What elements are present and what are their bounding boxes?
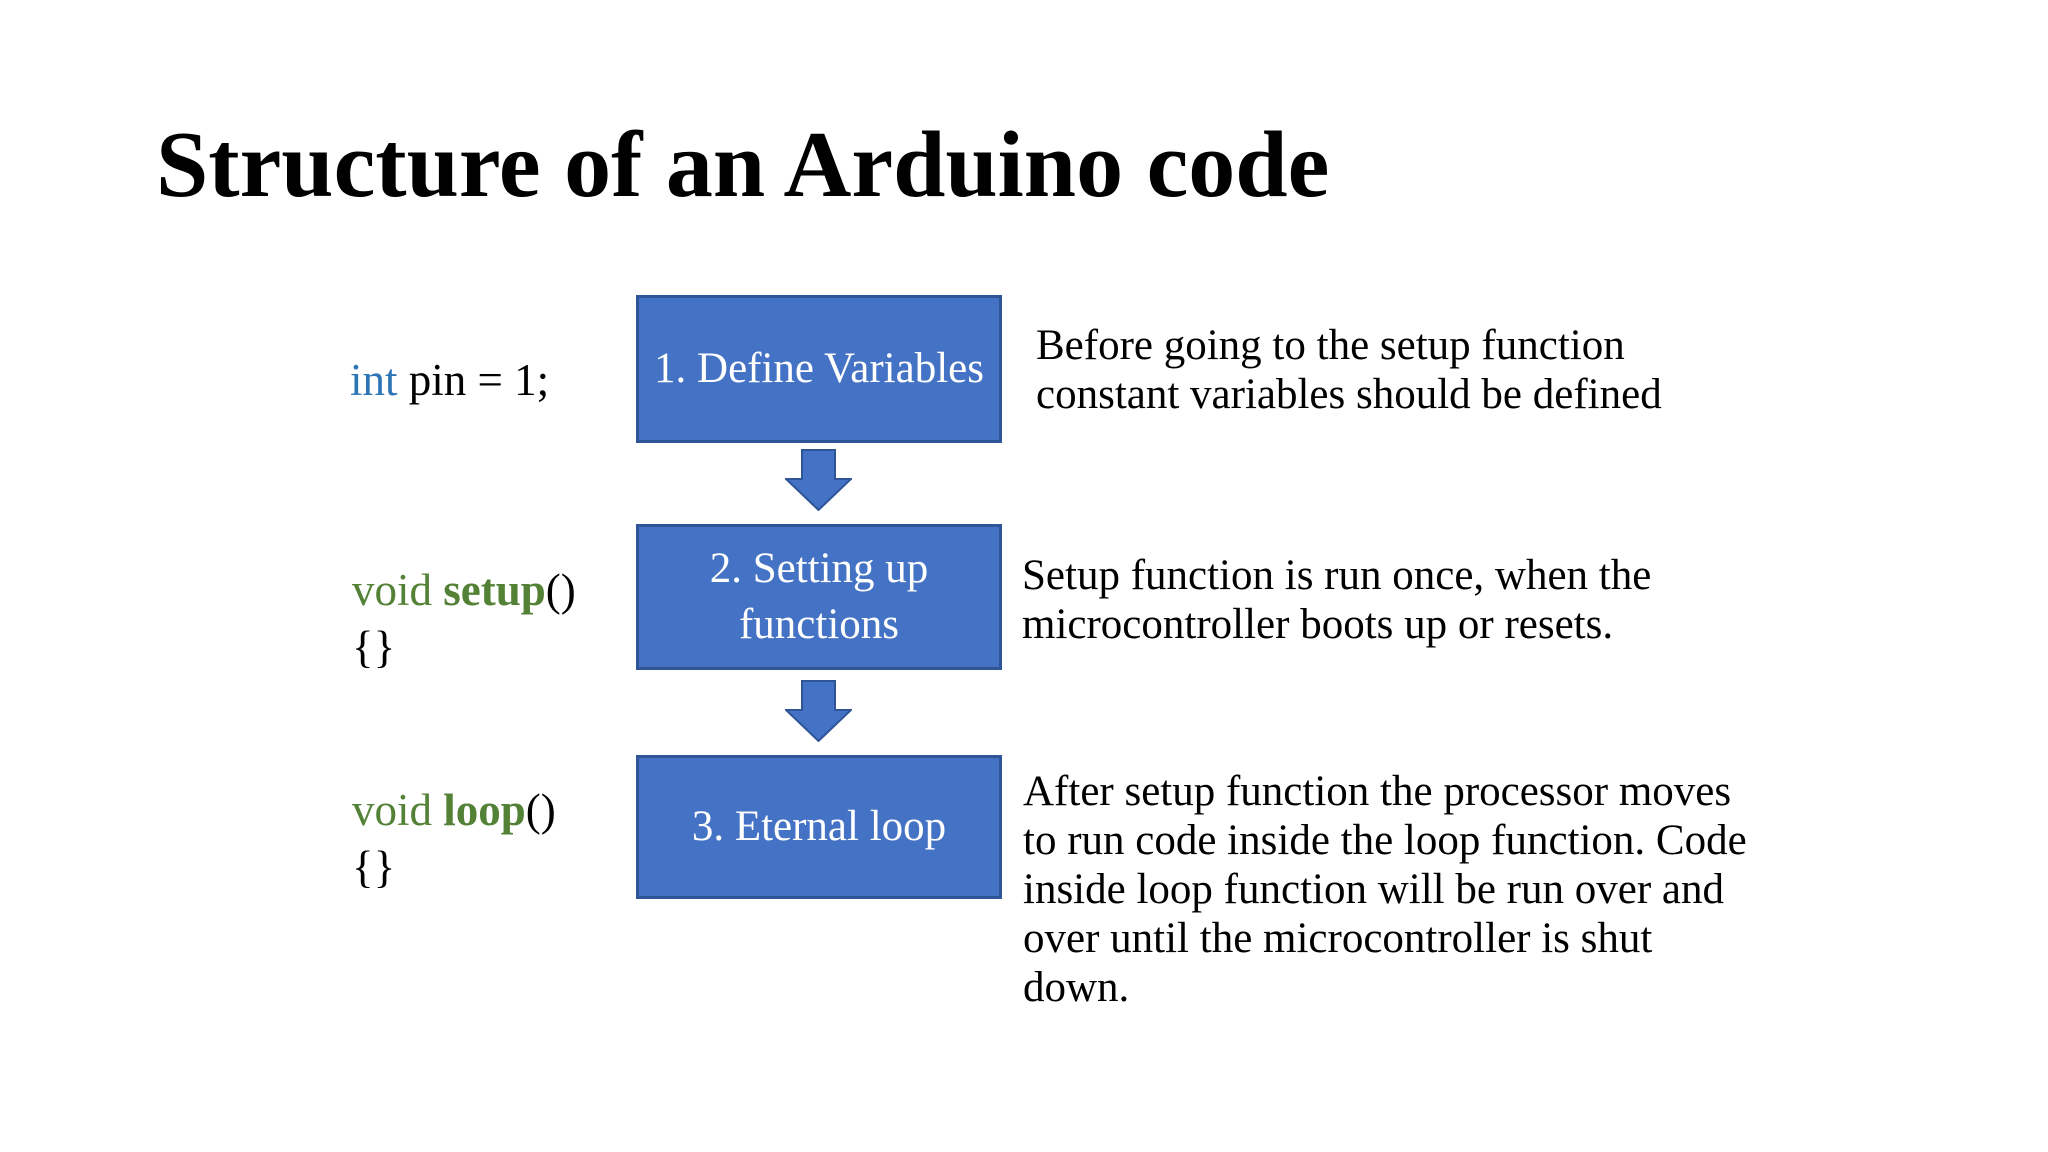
description-line: over until the microcontroller is shut	[1023, 915, 1653, 962]
description-setup-function: Setup function is run once, when the mic…	[1022, 551, 1651, 649]
description-line: After setup function the processor moves	[1023, 768, 1732, 815]
flow-box-label: 1. Define Variables	[654, 345, 984, 392]
description-line: Before going to the setup function	[1036, 322, 1625, 369]
flow-box-label-line: 2. Setting up	[709, 545, 929, 592]
code-void-setup: void setup() {}	[352, 562, 576, 676]
flow-box-label: 3. Eternal loop	[691, 803, 947, 850]
slide-title: Structure of an Arduino code	[156, 113, 1330, 217]
description-eternal-loop: After setup function the processor moves…	[1023, 767, 1747, 1012]
flow-box-setting-up-functions: 2. Setting up functions	[636, 524, 1002, 670]
flow-box-define-variables: 1. Define Variables	[636, 295, 1002, 443]
code-int-declaration: int pin = 1;	[350, 352, 549, 409]
code-function-loop: loop	[443, 785, 526, 835]
description-line: down.	[1023, 964, 1130, 1011]
description-line: microcontroller boots up or resets.	[1022, 601, 1614, 648]
code-keyword-void: void	[352, 565, 444, 615]
description-define-variables: Before going to the setup function const…	[1036, 321, 1662, 419]
description-line: to run code inside the loop function. Co…	[1023, 817, 1747, 864]
code-function-setup: setup	[443, 565, 546, 615]
code-loop-braces: {}	[352, 842, 396, 892]
code-loop-parens: ()	[525, 785, 556, 835]
code-setup-parens: ()	[545, 565, 576, 615]
code-keyword-int: int	[350, 355, 398, 405]
description-line: constant variables should be defined	[1036, 371, 1662, 418]
code-setup-braces: {}	[352, 622, 396, 672]
description-line: inside loop function will be run over an…	[1023, 866, 1724, 913]
description-line: Setup function is run once, when the	[1022, 552, 1652, 599]
code-int-rest: pin = 1;	[397, 355, 550, 405]
code-keyword-void: void	[352, 785, 444, 835]
code-void-loop: void loop() {}	[352, 782, 556, 896]
flow-box-label-line: functions	[738, 601, 900, 648]
flow-box-eternal-loop: 3. Eternal loop	[636, 755, 1002, 899]
down-arrow-icon	[785, 449, 852, 511]
down-arrow-icon	[785, 680, 852, 742]
